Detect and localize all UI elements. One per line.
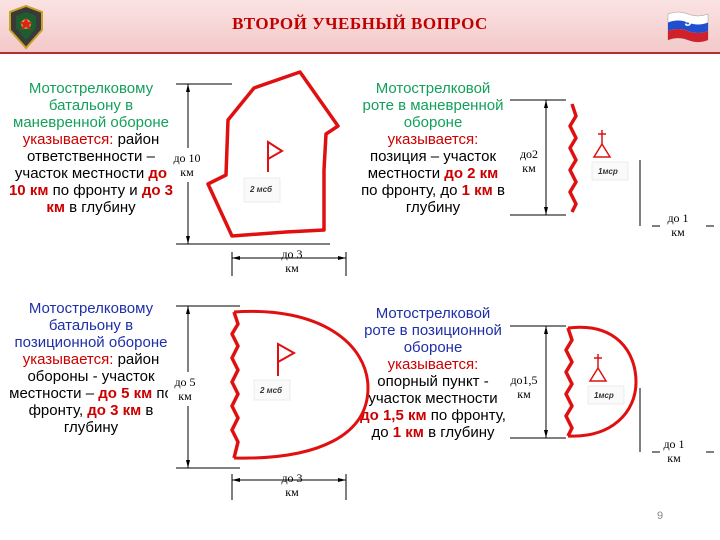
d4-depth-label: до 1: [663, 437, 684, 451]
d4-command-post-icon: [588, 354, 608, 382]
block1-depth-value: до 3 км: [46, 182, 174, 216]
text-block-company-maneuver: Мотострелковой роте в маневренной оборон…: [358, 80, 508, 216]
d4-front-unit: км: [517, 387, 531, 401]
block2-text-b: по фронту, до: [361, 182, 458, 199]
block4-text-a: опорный пункт - участок местности: [368, 373, 498, 407]
block2-text-c: в глубину: [405, 182, 505, 216]
d4-depth-unit: км: [667, 451, 681, 465]
block4-text-c: в глубину: [428, 424, 495, 441]
block2-front-value: до 2 км: [444, 165, 499, 182]
d4-unit-box: [587, 385, 625, 405]
d3-area-outline: [233, 309, 370, 460]
d2-unit-box: [591, 161, 629, 181]
d3-front-label: до 5: [174, 375, 195, 389]
header-bar: [0, 0, 720, 54]
d2-depth-unit: км: [671, 225, 685, 239]
text-block-battalion-maneuver: Мотострелковому батальону в маневренной …: [8, 80, 174, 216]
block4-text-b: по фронту, до: [371, 407, 506, 441]
d4-front-line: [564, 327, 574, 437]
diagram-battalion-maneuver: 2 мсб: [176, 70, 347, 276]
d1-front-label: до 10: [173, 151, 200, 165]
d3-front-line: [230, 311, 240, 459]
d1-area-outline: [206, 70, 340, 238]
d1-unit-box: [243, 177, 281, 203]
d3-depth-unit: км: [285, 485, 299, 499]
block3-indicated: указывается:: [22, 351, 114, 368]
page-number: 9: [657, 510, 664, 522]
block2-depth-value: 1 км: [461, 182, 493, 199]
d4-unit-label: 1мср: [594, 391, 614, 400]
d3-depth-label: до 3: [281, 471, 302, 485]
diagram-company-maneuver: 1мср: [510, 99, 714, 227]
block4-indicated: указывается:: [387, 356, 479, 373]
block3-front-value: до 5 км: [98, 385, 153, 402]
d3-unit-label: 2 мсб: [259, 386, 283, 395]
block3-heading: Мотострелковому батальону в позиционной …: [14, 300, 168, 351]
d1-unit-label: 2 мсб: [249, 185, 273, 194]
d3-front-unit: км: [178, 389, 192, 403]
block1-text-c: в глубину: [69, 199, 136, 216]
block2-text-a: позиция – участок местности: [367, 148, 497, 182]
diagram-battalion-positional: 2 мсб: [176, 305, 370, 500]
d2-unit-label: 1мср: [598, 167, 618, 176]
d2-front-unit: км: [522, 161, 536, 175]
d2-depth-label: до 1: [667, 211, 688, 225]
block4-front-value: до 1,5 км: [360, 407, 427, 424]
d3-unit-box: [253, 379, 291, 401]
block3-text-a: район обороны - участок местности –: [9, 351, 160, 402]
text-block-company-positional: Мотострелковой роте в позиционной оборон…: [358, 305, 508, 441]
block3-text-c: в глубину: [63, 402, 154, 436]
d1-depth-label: до 3: [281, 247, 302, 261]
d2-front-label: до2: [520, 147, 538, 161]
block4-heading: Мотострелковой роте в позиционной оборон…: [364, 305, 502, 356]
block1-indicated: указывается:: [22, 131, 114, 148]
d2-command-post-icon: [592, 130, 612, 158]
block1-front-value: до 10 км: [8, 165, 168, 199]
block2-heading: Мотострелковой роте в маневренной оборон…: [362, 80, 504, 131]
slide-number-badge: 9: [684, 13, 692, 29]
block4-depth-value: 1 км: [392, 424, 424, 441]
d4-front-label: до1,5: [510, 373, 537, 387]
d1-depth-unit: км: [285, 261, 299, 275]
russian-flag-icon: [667, 11, 709, 43]
block3-depth-value: до 3 км: [87, 402, 142, 419]
diagram-company-positional: 1мср: [510, 325, 714, 453]
text-block-battalion-positional: Мотострелковому батальону в позиционной …: [8, 300, 174, 436]
d1-flag-icon: [267, 140, 284, 172]
block1-text-b: по фронту и: [52, 182, 138, 199]
d3-flag-icon: [277, 342, 297, 376]
block2-indicated: указывается:: [387, 131, 479, 148]
block1-heading: Мотострелковому батальону в маневренной …: [13, 80, 169, 131]
page-title: ВТОРОЙ УЧЕБНЫЙ ВОПРОС: [232, 14, 488, 33]
d2-front-line: [568, 103, 578, 213]
block1-text-a: район ответственности – участок местност…: [14, 131, 160, 182]
d1-front-unit: км: [180, 165, 194, 179]
d4-area-outline: [567, 325, 638, 438]
emblem-icon: [9, 4, 43, 50]
